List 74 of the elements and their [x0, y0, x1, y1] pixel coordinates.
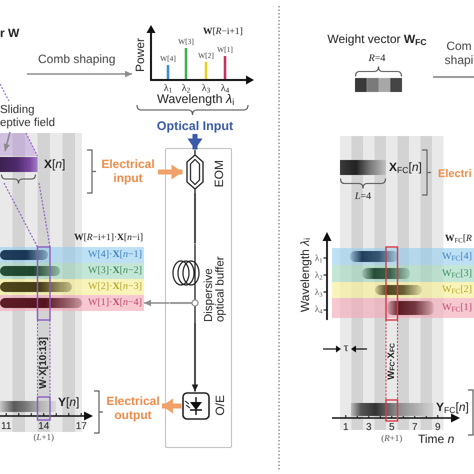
- wavelength-band: [332, 298, 474, 318]
- signal-label: Y$_{FC}$[n]: [436, 400, 469, 415]
- tick-label: 17: [76, 421, 87, 432]
- axis-title: Power: [134, 38, 148, 72]
- tick-label: λ$_{1}$: [164, 83, 172, 94]
- formula-label: W[R−i+1]: [203, 27, 243, 38]
- signal-label: X$_{FC}$[n]: [389, 160, 422, 175]
- signal-label: X[n]: [44, 157, 66, 172]
- arrow-label: Com shapi: [444, 40, 474, 68]
- tick-label: 11: [1, 421, 12, 432]
- formula-label: W$_{FC}$[R: [445, 234, 472, 245]
- heading: r W: [0, 27, 20, 41]
- arrow: [144, 300, 170, 306]
- tick-label: λ$_{2}$: [314, 270, 322, 280]
- dimension-label: R=4: [368, 53, 386, 65]
- band-label: W$_{FC}$[4]: [442, 250, 472, 265]
- band-label: W[3]·X[n−2]: [88, 264, 142, 278]
- annotation-label: Electri: [438, 168, 472, 181]
- component-label: O/E: [214, 394, 226, 416]
- annotation-label: Optical Input: [150, 119, 240, 134]
- tick-label: (L+1): [33, 432, 54, 442]
- tick-label: λ$_{2}$: [182, 83, 190, 94]
- tick-label: 9: [434, 422, 441, 434]
- axis-title: Wavelength λ$_{i}$: [157, 92, 234, 106]
- tick-label: 1: [342, 422, 349, 434]
- formula-label: W[R−i+1]·X[n−i]: [74, 233, 143, 244]
- band-label: W$_{FC}$[1]: [442, 301, 472, 316]
- processing-frame: [165, 148, 232, 448]
- arrow: [27, 70, 132, 78]
- wavelength-band: [0, 295, 144, 311]
- dispersive-buffer: [170, 244, 228, 324]
- tick-label: λ$_{3}$: [202, 83, 210, 94]
- wavelength-band: [332, 248, 474, 265]
- axis-title: Time n: [418, 433, 454, 447]
- wavelength-band: [0, 263, 144, 279]
- tick-label: (R+1): [381, 433, 402, 444]
- arrow: [188, 134, 202, 150]
- heading: Weight vector W$_{FC}$: [327, 32, 427, 46]
- tick-label: λ$_{1}$: [314, 253, 322, 264]
- band-label: W[1]·X[n−4]: [88, 296, 142, 310]
- wavelength-band: [332, 282, 474, 298]
- tick-label: λ$_{4}$: [314, 304, 322, 314]
- annotation-label: Electrical output: [104, 394, 162, 424]
- band-label: W$_{FC}$[3]: [442, 267, 472, 282]
- band-label: W$_{FC}$[2]: [442, 283, 472, 298]
- band-label: W[2]·X[n−3]: [88, 280, 142, 294]
- annotation-label: Sliding eptive field: [0, 104, 58, 132]
- tick-label: 3: [366, 422, 372, 434]
- wavelength-band: [332, 265, 474, 282]
- tick-label: λ$_{3}$: [314, 287, 322, 298]
- dimension-label: τ: [344, 341, 348, 355]
- tick-label: 5: [388, 422, 395, 434]
- edge-label: Comb shaping: [38, 53, 116, 67]
- signal-bar: [351, 400, 469, 417]
- dashed-guide-line: [38, 182, 51, 248]
- component-label: EOM: [212, 160, 226, 187]
- dimension-label: L=4: [354, 191, 372, 203]
- arrow: [192, 324, 198, 392]
- tick-label: λ$_{4}$: [220, 83, 230, 94]
- tick-label: 7: [412, 422, 418, 434]
- annotation-label: Electrical input: [98, 157, 158, 187]
- dashed-guide-line: [4, 182, 38, 248]
- photodetector: [182, 392, 228, 422]
- signal-label: Y[n]: [58, 395, 80, 410]
- band-label: W[4]·X[n−1]: [88, 248, 142, 262]
- component-label: Dispersive optical buffer: [204, 254, 226, 322]
- window-label: W·X[10:13]: [38, 337, 49, 389]
- arrow: [158, 164, 182, 180]
- arrow: [162, 398, 182, 414]
- tick-label: 14: [38, 421, 50, 432]
- wavelength-band: [0, 247, 144, 263]
- leader-arrow: [4, 132, 11, 152]
- connector-line: [194, 194, 196, 244]
- wavelength-band: [0, 279, 144, 295]
